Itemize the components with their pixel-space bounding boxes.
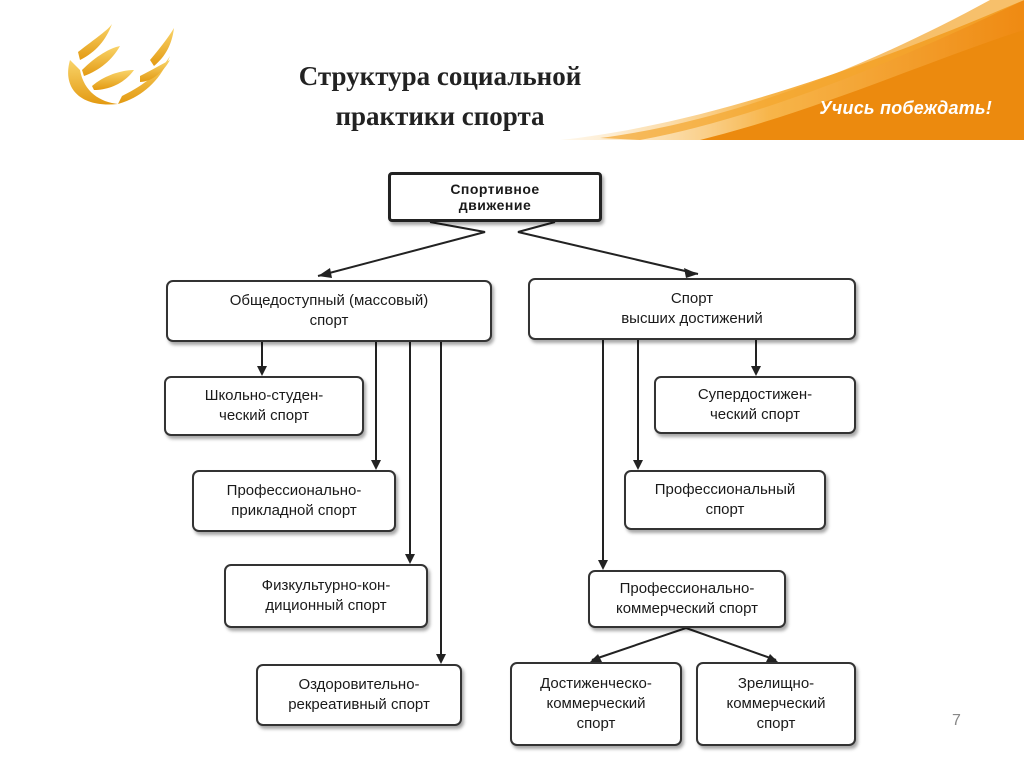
page-number: 7 (952, 712, 961, 729)
node-elite-sport: Спорт высших достижений (528, 278, 856, 340)
node-school-student-sport: Школьно-студен- ческий спорт (164, 376, 364, 436)
arrowhead (633, 460, 643, 470)
node-fitness-sport: Физкультурно-кон- диционный спорт (224, 564, 428, 628)
node-superachievement-sport: Супердостижен- ческий спорт (654, 376, 856, 434)
node-sport-movement: Спортивное движение (388, 172, 602, 222)
arrowhead (405, 554, 415, 564)
arrowhead (684, 268, 698, 278)
connector-root-left (317, 221, 486, 277)
connector-comm-right (685, 627, 777, 661)
node-professional-commercial-sport: Профессионально- коммерческий спорт (588, 570, 786, 628)
node-mass-sport: Общедоступный (массовый) спорт (166, 280, 492, 342)
arrowhead (598, 560, 608, 570)
connector-comm-left (591, 627, 687, 661)
node-achievement-commercial-sport: Достиженческо- коммерческий спорт (510, 662, 682, 746)
node-spectacle-commercial-sport: Зрелищно- коммерческий спорт (696, 662, 856, 746)
arrowheads (257, 268, 778, 664)
arrowhead (751, 366, 761, 376)
arrowhead (590, 654, 602, 662)
arrowhead (318, 268, 332, 278)
arrowhead (257, 366, 267, 376)
node-recreational-sport: Оздоровительно- рекреативный спорт (256, 664, 462, 726)
arrowhead (436, 654, 446, 664)
slide-title: Структура социальной практики спорта (298, 61, 582, 131)
node-professional-sport: Профессиональный спорт (624, 470, 826, 530)
arrowhead (371, 460, 381, 470)
swoosh-icon (560, 0, 1024, 140)
node-applied-sport: Профессионально- прикладной спорт (192, 470, 396, 532)
arrowhead (766, 654, 778, 662)
laurel-logo-icon (68, 24, 174, 105)
connector-root-right (517, 221, 699, 275)
slogan: Учись побеждать! (819, 98, 992, 118)
